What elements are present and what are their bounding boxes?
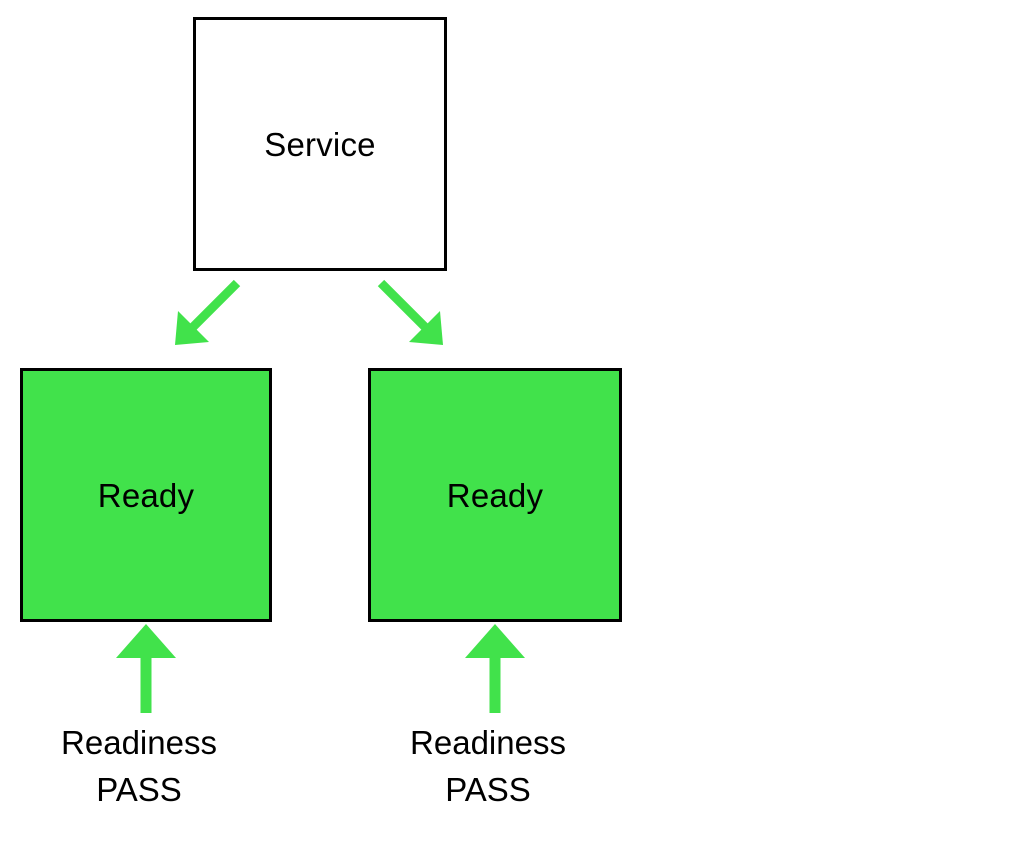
caption-readiness-pass-right: Readiness PASS <box>410 724 566 808</box>
node-ready-right[interactable]: Ready <box>368 368 622 622</box>
node-service-label: Service <box>264 125 376 163</box>
node-ready-left[interactable]: Ready <box>20 368 272 622</box>
node-service[interactable]: Service <box>193 17 447 271</box>
arrow-readiness-pass-right <box>465 624 525 713</box>
arrow-service-to-ready-right <box>377 279 443 345</box>
arrow-service-to-ready-left <box>175 279 241 345</box>
arrow-readiness-pass-left <box>116 624 176 713</box>
caption-readiness-pass-left: Readiness PASS <box>61 724 217 808</box>
node-ready-left-label: Ready <box>97 476 195 514</box>
node-ready-right-label: Ready <box>446 476 544 514</box>
